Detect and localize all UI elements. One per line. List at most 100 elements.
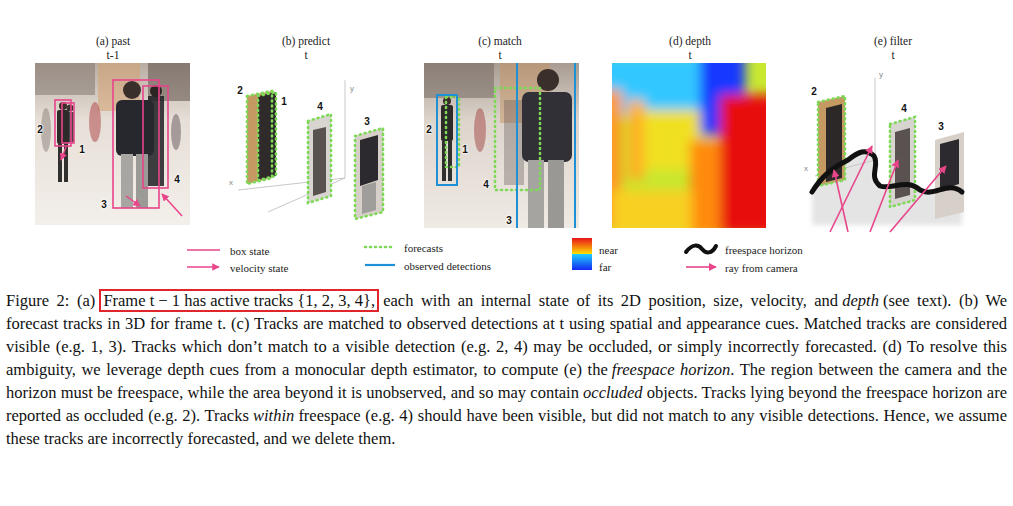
observed-detection — [437, 95, 457, 185]
depth-map — [612, 63, 710, 115]
figure-caption: Figure 2: (a) Frame t − 1 has active trac… — [6, 289, 1007, 450]
forecast-crop — [355, 128, 383, 219]
callout-number: 1 — [79, 144, 85, 155]
callout-number: 1 — [281, 96, 287, 107]
past-frame-photo — [148, 63, 190, 101]
depth-map — [612, 63, 766, 228]
callout-number: 2 — [37, 124, 43, 135]
forecast-outline — [446, 88, 540, 190]
box-state — [55, 100, 71, 146]
legend-label: ray from camera — [725, 262, 798, 274]
highlight-text: Frame t − 1 has active tracks {1, 2, 3, … — [103, 291, 375, 310]
axis-label: x — [804, 164, 808, 173]
filtered-crop — [935, 132, 964, 219]
velocity-arrow — [126, 196, 140, 206]
forecast-crop — [360, 135, 378, 186]
highlight-box: Frame t − 1 has active tracks {1, 2, 3, … — [99, 289, 379, 312]
legend-sample — [365, 246, 395, 249]
legend-label: near — [599, 244, 618, 256]
legend-label: far — [599, 261, 611, 273]
past-frame-photo — [123, 81, 141, 99]
legend-swatch — [572, 238, 592, 254]
filtered-crop — [940, 139, 959, 190]
past-frame-photo — [171, 114, 181, 150]
forecast-outline — [355, 128, 383, 219]
camera-ray — [890, 166, 946, 232]
box-state — [113, 80, 159, 208]
match-frame-photo — [424, 63, 494, 98]
panel-title: (c) match — [478, 35, 522, 47]
panel-title: (b) predict — [282, 35, 330, 47]
callout-number: 4 — [901, 103, 907, 114]
panel-title: (d) depth — [669, 35, 711, 47]
legend-sample — [686, 246, 716, 253]
legend-label: velocity state — [230, 262, 288, 274]
camera-ray — [870, 160, 898, 232]
caption-text: Figure 2: (a) — [6, 291, 95, 310]
axes — [345, 80, 346, 178]
past-frame-photo — [58, 144, 62, 182]
camera-ray — [830, 146, 946, 232]
match-frame-photo — [424, 63, 579, 228]
time-label: t-1 — [107, 49, 120, 61]
forecast-outline — [258, 92, 276, 180]
forecast-crop — [308, 114, 331, 203]
panel-title: (e) filter — [874, 35, 912, 47]
callout-number: 2 — [237, 85, 243, 96]
callout-number: 4 — [483, 179, 489, 190]
caption-text: each with an internal state of its 2D po… — [383, 291, 838, 310]
axis-label: y — [879, 70, 883, 79]
past-frame-photo — [150, 85, 162, 97]
callout-number: 3 — [506, 215, 512, 226]
past-frame-photo — [35, 63, 190, 225]
past-frame-photo — [89, 102, 101, 142]
legend-swatch — [572, 254, 592, 270]
callout-number: 2 — [811, 86, 817, 97]
legend-label: freespace horizon — [725, 244, 803, 256]
depth-map — [612, 190, 692, 228]
box-state — [62, 103, 74, 143]
axes — [875, 78, 876, 160]
past-frame-photo — [35, 63, 190, 225]
box-state — [143, 86, 168, 188]
observed-detection — [516, 63, 518, 228]
legend-sample — [365, 264, 395, 266]
legend-sample — [187, 249, 220, 251]
match-frame-photo — [448, 141, 452, 181]
callout-number: 3 — [101, 199, 107, 210]
legend-sample — [686, 266, 716, 268]
caption-text: freespace horizon — [612, 360, 731, 379]
match-frame-photo — [424, 63, 579, 228]
axes — [268, 178, 345, 212]
depth-map — [720, 95, 766, 228]
observed-detection — [574, 63, 576, 228]
observed-detection — [437, 63, 575, 228]
callout-number: 4 — [174, 174, 180, 185]
match-frame-photo — [548, 160, 564, 228]
past-frame-photo — [35, 63, 95, 95]
filtered-crop — [818, 96, 964, 219]
axes — [238, 80, 345, 212]
forecast-outline — [890, 117, 915, 207]
callout-number: 1 — [462, 144, 468, 155]
box-state — [55, 80, 168, 208]
time-label: t — [688, 49, 691, 61]
forecast-outline — [247, 91, 272, 184]
past-frame-photo — [57, 110, 69, 144]
legend-label: box state — [230, 245, 269, 257]
caption-text: within — [253, 406, 294, 425]
legend-label: observed detections — [404, 260, 491, 272]
forecast-crop — [313, 127, 326, 196]
past-frame-photo — [136, 154, 148, 208]
axis-label: y — [350, 84, 354, 93]
velocity-arrow — [162, 194, 182, 216]
callout-number: 2 — [426, 124, 432, 135]
forecast-crop — [247, 91, 383, 219]
time-label: t — [891, 49, 894, 61]
panel-title: (a) past — [96, 35, 130, 47]
camera-ray — [830, 146, 872, 232]
forecast-outline — [247, 91, 383, 219]
forecast-crop — [362, 182, 376, 214]
caption-text: occluded — [583, 383, 643, 402]
forecast-outline — [308, 114, 331, 203]
